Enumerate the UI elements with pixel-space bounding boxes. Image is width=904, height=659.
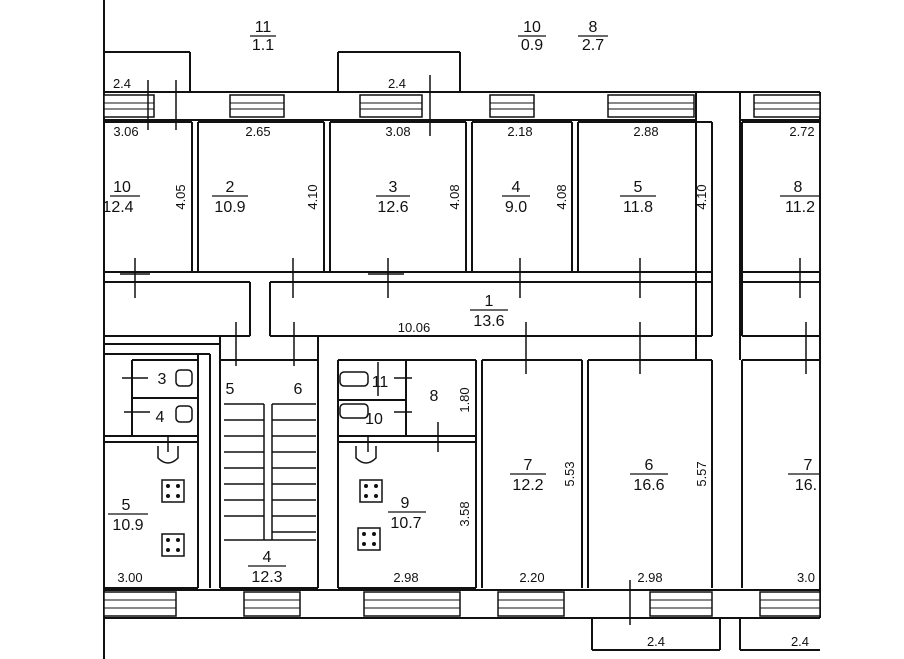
room-4-top-area: 9.0 bbox=[505, 199, 527, 216]
room-4-top-number: 4 bbox=[512, 179, 521, 196]
dim-10-06: 10.06 bbox=[398, 320, 431, 335]
dim-2-65: 2.65 bbox=[245, 124, 270, 139]
room-8-top-area: 11.2 bbox=[785, 199, 815, 216]
stair-treads bbox=[224, 403, 316, 541]
room-2-area: 10.9 bbox=[214, 199, 245, 216]
kitchen-sink-icon bbox=[157, 446, 179, 464]
balcony-10-area: 0.9 bbox=[521, 37, 543, 54]
dim-3-08: 3.08 bbox=[385, 124, 410, 139]
room-labels: 11 1.1 10 0.9 8 2.7 10 12.4 2 10.9 3 12.… bbox=[102, 19, 817, 586]
dim-2-4-center: 2.4 bbox=[388, 76, 406, 91]
small-label-10: 10 bbox=[365, 411, 383, 428]
north-window-lines bbox=[104, 102, 820, 110]
room-7-right-number: 7 bbox=[804, 457, 813, 474]
dim-4-08-a: 4.08 bbox=[447, 184, 462, 209]
room-4-stair-number: 4 bbox=[263, 549, 272, 566]
small-label-11: 11 bbox=[372, 374, 389, 391]
dim-2-18: 2.18 bbox=[507, 124, 532, 139]
small-label-8: 8 bbox=[430, 388, 439, 405]
room-4-stair-area: 12.3 bbox=[251, 569, 282, 586]
bathtub-icon bbox=[339, 371, 369, 387]
dim-2-98-b: 2.98 bbox=[637, 570, 662, 585]
small-label-6: 6 bbox=[294, 381, 303, 398]
balcony-8-area: 2.7 bbox=[582, 37, 604, 54]
room-2-number: 2 bbox=[226, 179, 235, 196]
balcony-11-area: 1.1 bbox=[252, 37, 274, 54]
dim-4-05: 4.05 bbox=[173, 184, 188, 209]
room-1-number: 1 bbox=[485, 293, 494, 310]
dim-3-06: 3.06 bbox=[113, 124, 138, 139]
room-6-mid-number: 6 bbox=[645, 457, 654, 474]
dim-2-4-bottom-b: 2.4 bbox=[791, 634, 809, 649]
dim-5-53: 5.53 bbox=[562, 461, 577, 486]
dim-2-88: 2.88 bbox=[633, 124, 658, 139]
vertical-dimension-labels: 4.05 4.10 4.08 4.08 4.10 1.80 5.53 5.57 … bbox=[173, 184, 709, 526]
balcony-11-number: 11 bbox=[255, 19, 272, 36]
room-10-top-number: 10 bbox=[113, 179, 131, 196]
balcony-10-number: 10 bbox=[523, 19, 541, 36]
dim-3-58: 3.58 bbox=[457, 501, 472, 526]
balcony-8-number: 8 bbox=[589, 19, 598, 36]
room-3-number: 3 bbox=[389, 179, 398, 196]
room-1-area: 13.6 bbox=[473, 313, 504, 330]
kitchen-sink-icon bbox=[355, 446, 377, 464]
room-7-mid-area: 12.2 bbox=[512, 477, 543, 494]
room-10-top-area: 12.4 bbox=[102, 199, 133, 216]
toilet-icon bbox=[175, 369, 193, 387]
small-label-5: 5 bbox=[226, 381, 235, 398]
room-5-bottom-number: 5 bbox=[122, 497, 131, 514]
south-window-lines bbox=[104, 599, 820, 609]
dim-3-00: 3.00 bbox=[117, 570, 142, 585]
stove-icon bbox=[161, 533, 185, 557]
room-5-bottom-area: 10.9 bbox=[112, 517, 143, 534]
small-label-4: 4 bbox=[156, 409, 165, 426]
dimension-labels: 2.4 2.4 3.06 2.65 3.08 2.18 2.88 2.72 10… bbox=[113, 76, 815, 649]
small-room-labels: 3 4 5 6 11 10 8 bbox=[156, 371, 439, 428]
toilet-icon bbox=[339, 403, 369, 419]
stove-burners bbox=[166, 484, 378, 552]
room-5-top-area: 11.8 bbox=[623, 199, 653, 216]
stove-icon bbox=[357, 527, 381, 551]
room-6-mid-area: 16.6 bbox=[633, 477, 664, 494]
room-9-number: 9 bbox=[401, 495, 410, 512]
room-7-right-area: 16. bbox=[795, 477, 817, 494]
room-3-area: 12.6 bbox=[377, 199, 408, 216]
room-7-mid-number: 7 bbox=[524, 457, 533, 474]
dim-2-72: 2.72 bbox=[789, 124, 814, 139]
room-5-top-number: 5 bbox=[634, 179, 643, 196]
doors bbox=[120, 75, 807, 625]
dim-5-57: 5.57 bbox=[694, 461, 709, 486]
dim-1-80: 1.80 bbox=[457, 387, 472, 412]
south-windows bbox=[103, 591, 821, 617]
dim-4-10-b: 4.10 bbox=[694, 184, 709, 209]
north-windows bbox=[103, 94, 821, 118]
dim-2-20: 2.20 bbox=[519, 570, 544, 585]
sink-icon bbox=[175, 405, 193, 423]
small-label-3: 3 bbox=[158, 371, 167, 388]
stove-icon bbox=[161, 479, 185, 503]
room-8-top-number: 8 bbox=[794, 179, 803, 196]
dim-3-0: 3.0 bbox=[797, 570, 815, 585]
dim-2-98-a: 2.98 bbox=[393, 570, 418, 585]
dim-4-10-a: 4.10 bbox=[305, 184, 320, 209]
bathroom-fixtures bbox=[157, 369, 377, 464]
dim-4-08-b: 4.08 bbox=[554, 184, 569, 209]
fraction-bars bbox=[108, 35, 820, 567]
stove-icon bbox=[359, 479, 383, 503]
room-9-area: 10.7 bbox=[390, 515, 421, 532]
dim-2-4-bottom-a: 2.4 bbox=[647, 634, 665, 649]
walls bbox=[103, 0, 821, 659]
dim-2-4-left: 2.4 bbox=[113, 76, 131, 91]
